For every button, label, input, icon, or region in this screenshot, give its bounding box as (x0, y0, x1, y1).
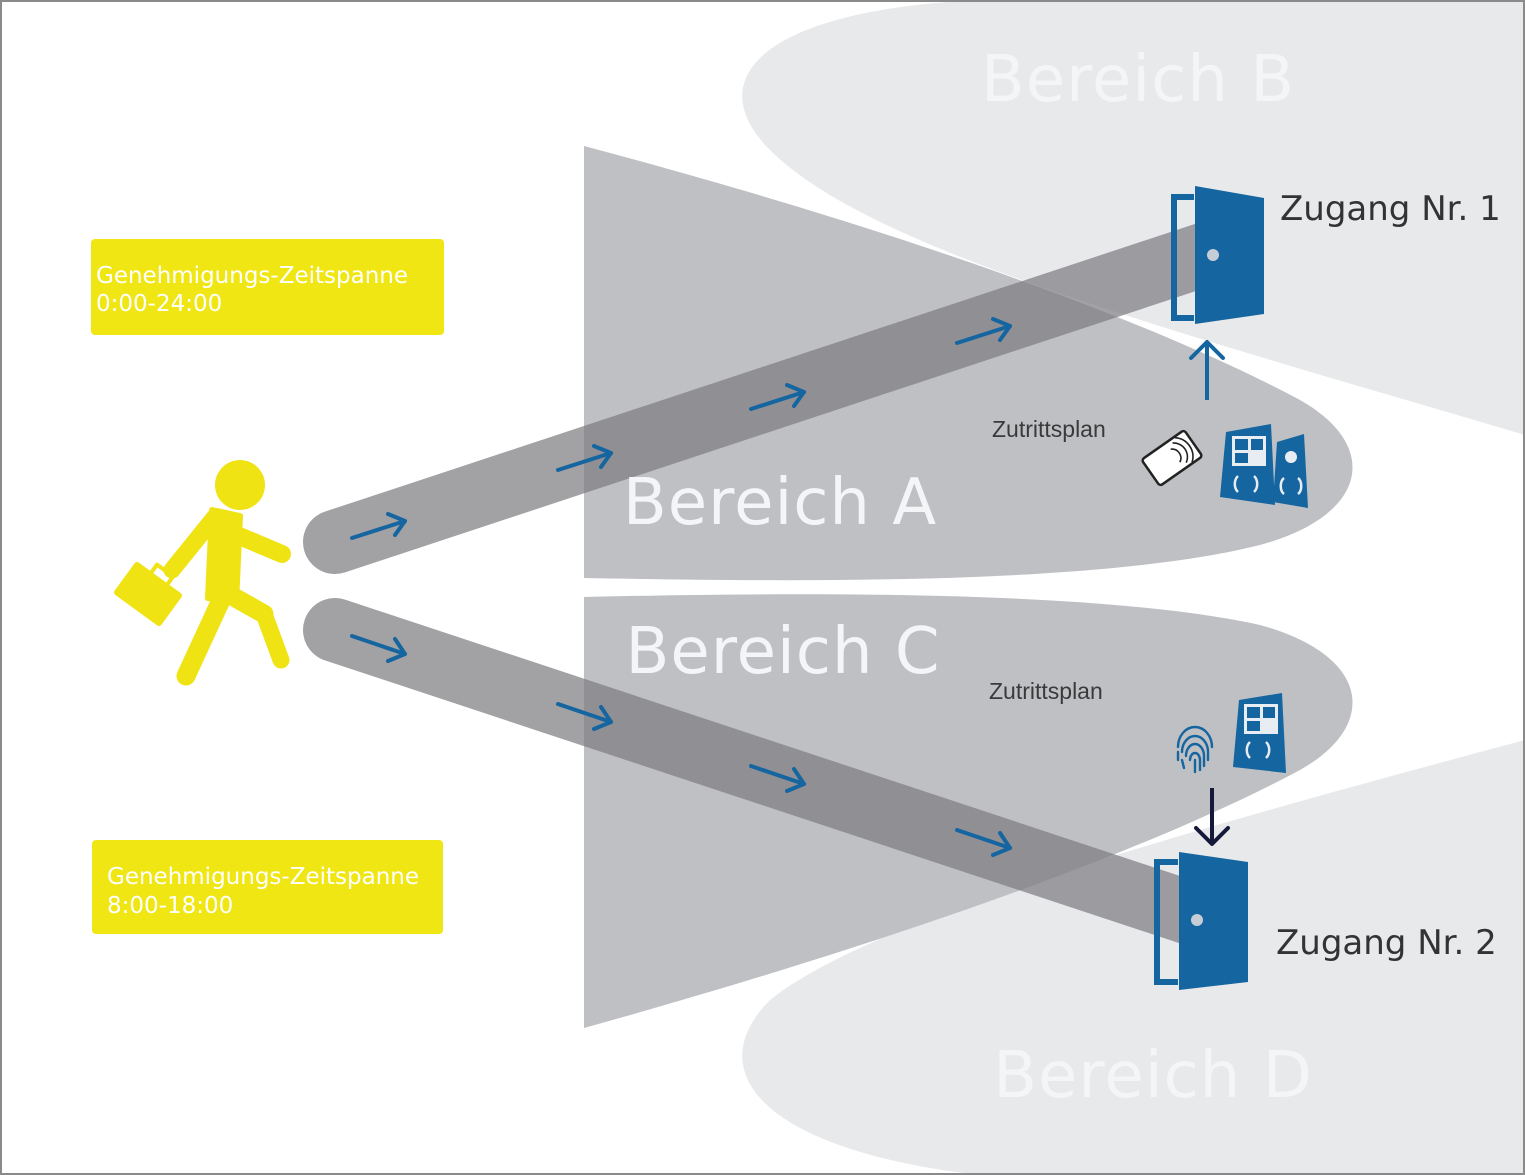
region-a-label: Bereich A (623, 466, 937, 540)
access-terminal-icon-c (1233, 693, 1286, 773)
access-plan-bottom-label: Zutrittsplan (989, 678, 1103, 704)
fingerprint-icon (1176, 725, 1214, 774)
door-2-icon (1154, 852, 1248, 990)
door-2-label: Zugang Nr. 2 (1276, 923, 1497, 963)
direction-arrows-path-2 (350, 634, 1012, 857)
rfid-card-icon (1141, 429, 1203, 487)
time-window-bottom-title: Genehmigungs-Zeitspanne (107, 864, 419, 890)
door-1-label: Zugang Nr. 1 (1280, 189, 1501, 229)
access-terminal-icon (1220, 424, 1275, 505)
region-d-label: Bereich D (993, 1039, 1313, 1113)
path-to-door-1 (303, 220, 1244, 574)
down-arrow-head (1194, 826, 1230, 846)
region-d (742, 740, 1524, 1174)
direction-arrows-path-1 (350, 317, 1012, 540)
region-c-label: Bereich C (625, 615, 940, 689)
time-window-top: Genehmigungs-Zeitspanne 0:00-24:00 (91, 239, 444, 335)
access-plan-top-label: Zutrittsplan (992, 416, 1106, 442)
region-b-label: Bereich B (981, 43, 1295, 117)
time-window-bottom: Genehmigungs-Zeitspanne 8:00-18:00 (92, 840, 443, 934)
time-window-bottom-range: 8:00-18:00 (107, 893, 233, 919)
access-terminal-icon-small (1273, 434, 1308, 508)
walking-person-icon (113, 460, 291, 686)
time-window-top-range: 0:00-24:00 (96, 291, 222, 317)
region-b (742, 1, 1524, 435)
time-window-top-title: Genehmigungs-Zeitspanne (96, 263, 408, 289)
door-1-icon (1171, 186, 1264, 324)
briefcase-icon (113, 561, 183, 627)
up-arrow-head (1189, 340, 1225, 360)
